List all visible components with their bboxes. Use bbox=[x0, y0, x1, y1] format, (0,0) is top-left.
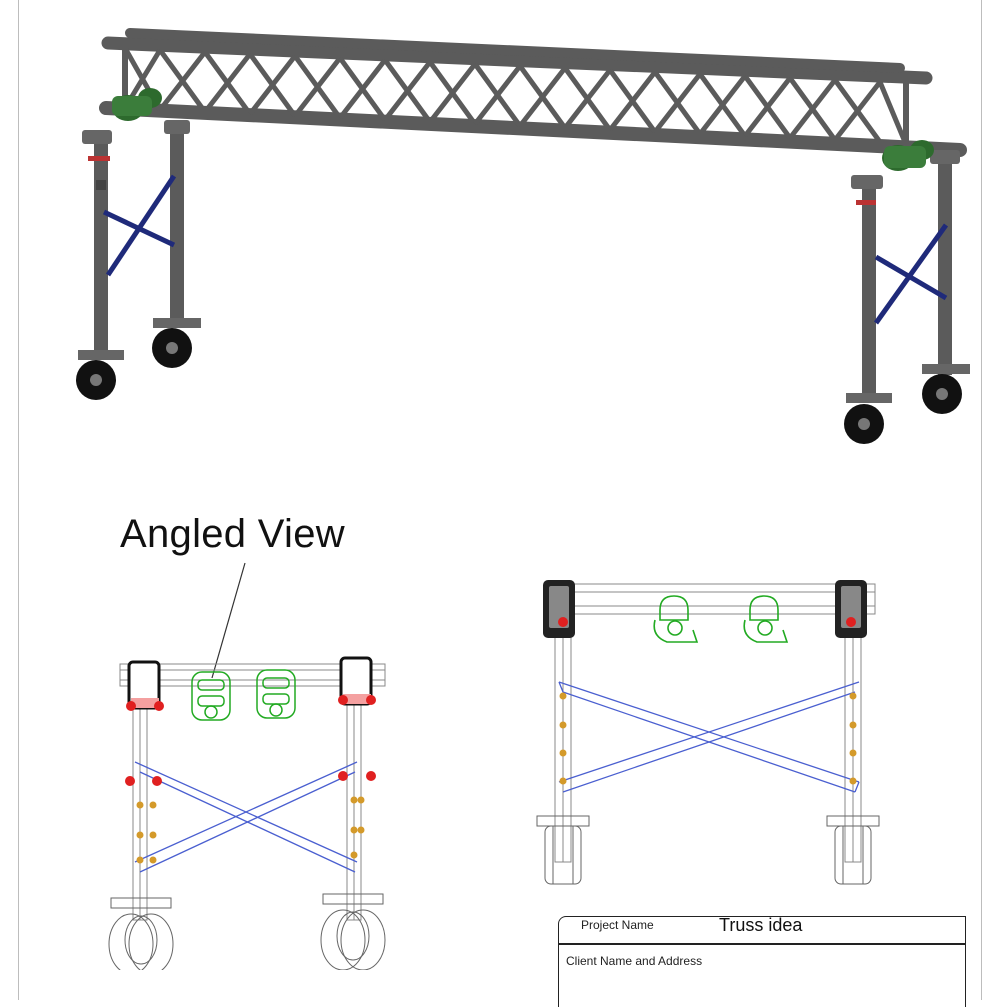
title-block-divider bbox=[559, 943, 965, 945]
project-name-value: Truss idea bbox=[719, 915, 803, 935]
client-name-address-label: Client Name and Address bbox=[566, 954, 703, 968]
title-block: Project Name Truss idea Client Name and … bbox=[558, 915, 966, 1007]
gantry-3d-render bbox=[76, 28, 970, 444]
sheet-border-left bbox=[18, 0, 19, 1000]
side-elevation-wireframe bbox=[536, 580, 880, 885]
left-tower bbox=[76, 88, 201, 400]
view-label: Angled View bbox=[120, 512, 345, 556]
project-name-label: Project Name bbox=[581, 918, 654, 932]
sheet-border-right bbox=[981, 0, 982, 1000]
truss-beam bbox=[99, 28, 967, 157]
angled-view-wireframe bbox=[108, 656, 386, 970]
right-tower bbox=[844, 140, 970, 444]
